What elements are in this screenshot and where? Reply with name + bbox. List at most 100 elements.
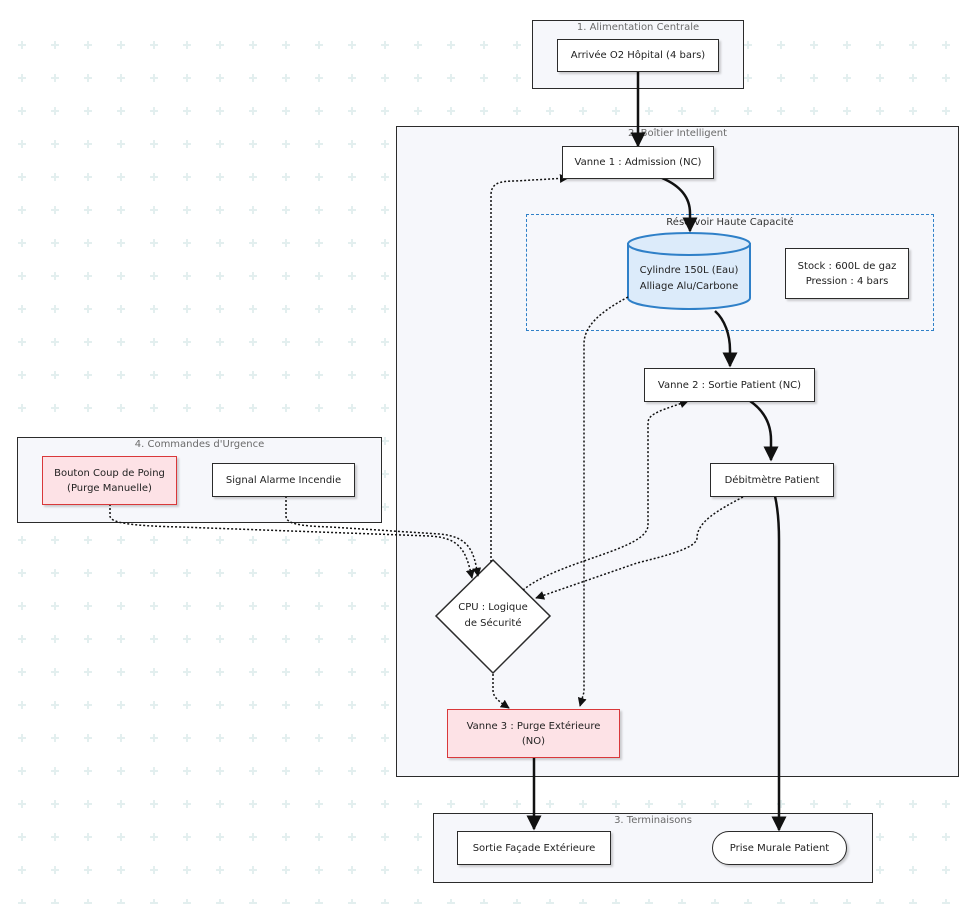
grid-plus-mark (711, 899, 719, 904)
grid-plus-mark (876, 107, 884, 115)
grid-plus-mark (513, 107, 521, 115)
grid-plus-mark (84, 371, 92, 379)
grid-plus-mark (18, 833, 26, 841)
edge-cpu-to-vanne3 (492, 674, 510, 709)
grid-plus-mark (249, 866, 257, 874)
grid-plus-mark (249, 899, 257, 904)
grid-plus-mark (381, 140, 389, 148)
grid-plus-mark (249, 767, 257, 775)
grid-plus-mark (216, 41, 224, 49)
grid-plus-mark (546, 800, 554, 808)
grid-plus-mark (282, 239, 290, 247)
grid-plus-mark (348, 866, 356, 874)
grid-plus-mark (18, 338, 26, 346)
grid-plus-mark (744, 107, 752, 115)
grid-plus-mark (315, 173, 323, 181)
grid-plus-mark (777, 41, 785, 49)
grid-plus-mark (348, 734, 356, 742)
edge-debitmetre-to-prise-murale (771, 495, 787, 832)
grid-plus-mark (150, 371, 158, 379)
grid-plus-mark (51, 74, 59, 82)
node-vanne3-purge-exterieure[interactable]: Vanne 3 : Purge Extérieure (NO) (447, 709, 620, 758)
grid-plus-mark (810, 107, 818, 115)
grid-plus-mark (183, 338, 191, 346)
node-arrivee-o2-hopital[interactable]: Arrivée O2 Hôpital (4 bars) (557, 39, 719, 72)
grid-plus-mark (183, 173, 191, 181)
node-cylindre[interactable]: Cylindre 150L (Eau) Alliage Alu/Carbone (639, 265, 739, 292)
grid-plus-mark (348, 536, 356, 544)
node-stock-pression[interactable]: Stock : 600L de gaz Pression : 4 bars (785, 248, 909, 299)
grid-plus-mark (348, 701, 356, 709)
grid-plus-mark (51, 140, 59, 148)
edge-cpu-to-vanne2 (522, 399, 689, 591)
node-cpu-logique-securite[interactable]: CPU : Logique de Sécurité (458, 602, 528, 629)
node-vanne1-admission[interactable]: Vanne 1 : Admission (NC) (562, 146, 714, 179)
grid-plus-mark (183, 371, 191, 379)
cluster-reservoir-haute-capacite: Réservoir Haute Capacité (526, 214, 934, 331)
grid-plus-mark (183, 701, 191, 709)
grid-plus-mark (84, 734, 92, 742)
grid-plus-mark (381, 173, 389, 181)
node-debitmetre-patient[interactable]: Débitmètre Patient (710, 463, 834, 497)
grid-plus-mark (249, 41, 257, 49)
node-vanne2-sortie-patient[interactable]: Vanne 2 : Sortie Patient (NC) (644, 368, 815, 402)
grid-plus-mark (381, 371, 389, 379)
grid-plus-mark (282, 74, 290, 82)
grid-plus-mark (150, 404, 158, 412)
edge-signal-to-cpu (285, 496, 482, 577)
node-bouton-coup-de-poing[interactable]: Bouton Coup de Poing (Purge Manuelle) (42, 456, 177, 505)
grid-plus-mark (183, 239, 191, 247)
grid-plus-mark (183, 668, 191, 676)
grid-plus-mark (84, 140, 92, 148)
grid-plus-mark (183, 272, 191, 280)
grid-plus-mark (18, 305, 26, 313)
grid-plus-mark (18, 371, 26, 379)
grid-plus-mark (216, 800, 224, 808)
grid-plus-mark (513, 800, 521, 808)
grid-plus-mark (216, 173, 224, 181)
grid-plus-mark (150, 569, 158, 577)
grid-plus-mark (249, 107, 257, 115)
grid-plus-mark (777, 107, 785, 115)
grid-plus-mark (513, 899, 521, 904)
grid-plus-mark (117, 767, 125, 775)
grid-plus-mark (282, 206, 290, 214)
edge-cpu-to-vanne1 (490, 173, 569, 562)
node-signal-alarme-incendie[interactable]: Signal Alarme Incendie (212, 463, 355, 497)
grid-plus-mark (315, 404, 323, 412)
grid-plus-mark (51, 338, 59, 346)
grid-plus-mark (942, 899, 950, 904)
grid-plus-mark (18, 569, 26, 577)
grid-plus-mark (51, 734, 59, 742)
grid-plus-mark (315, 734, 323, 742)
grid-plus-mark (480, 41, 488, 49)
grid-plus-mark (678, 800, 686, 808)
grid-plus-mark (414, 800, 422, 808)
grid-plus-mark (84, 173, 92, 181)
grid-plus-mark (282, 536, 290, 544)
grid-plus-mark (18, 74, 26, 82)
grid-plus-mark (315, 107, 323, 115)
grid-plus-mark (942, 41, 950, 49)
grid-plus-mark (117, 602, 125, 610)
node-prise-murale-patient[interactable]: Prise Murale Patient (712, 831, 847, 865)
grid-plus-mark (249, 701, 257, 709)
grid-plus-mark (117, 404, 125, 412)
grid-plus-mark (282, 668, 290, 676)
grid-plus-mark (51, 371, 59, 379)
grid-plus-mark (282, 635, 290, 643)
grid-plus-mark (249, 173, 257, 181)
grid-plus-mark (18, 668, 26, 676)
node-sortie-facade-exterieure[interactable]: Sortie Façade Extérieure (457, 831, 611, 865)
grid-plus-mark (51, 107, 59, 115)
grid-plus-mark (315, 239, 323, 247)
grid-plus-mark (744, 74, 752, 82)
grid-plus-mark (216, 74, 224, 82)
grid-plus-mark (249, 569, 257, 577)
cpu-diamond-shape (434, 558, 552, 675)
grid-plus-mark (447, 74, 455, 82)
grid-plus-mark (315, 899, 323, 904)
grid-plus-mark (282, 800, 290, 808)
edge-vanne1-to-cylindre (661, 176, 698, 233)
grid-plus-mark (216, 338, 224, 346)
